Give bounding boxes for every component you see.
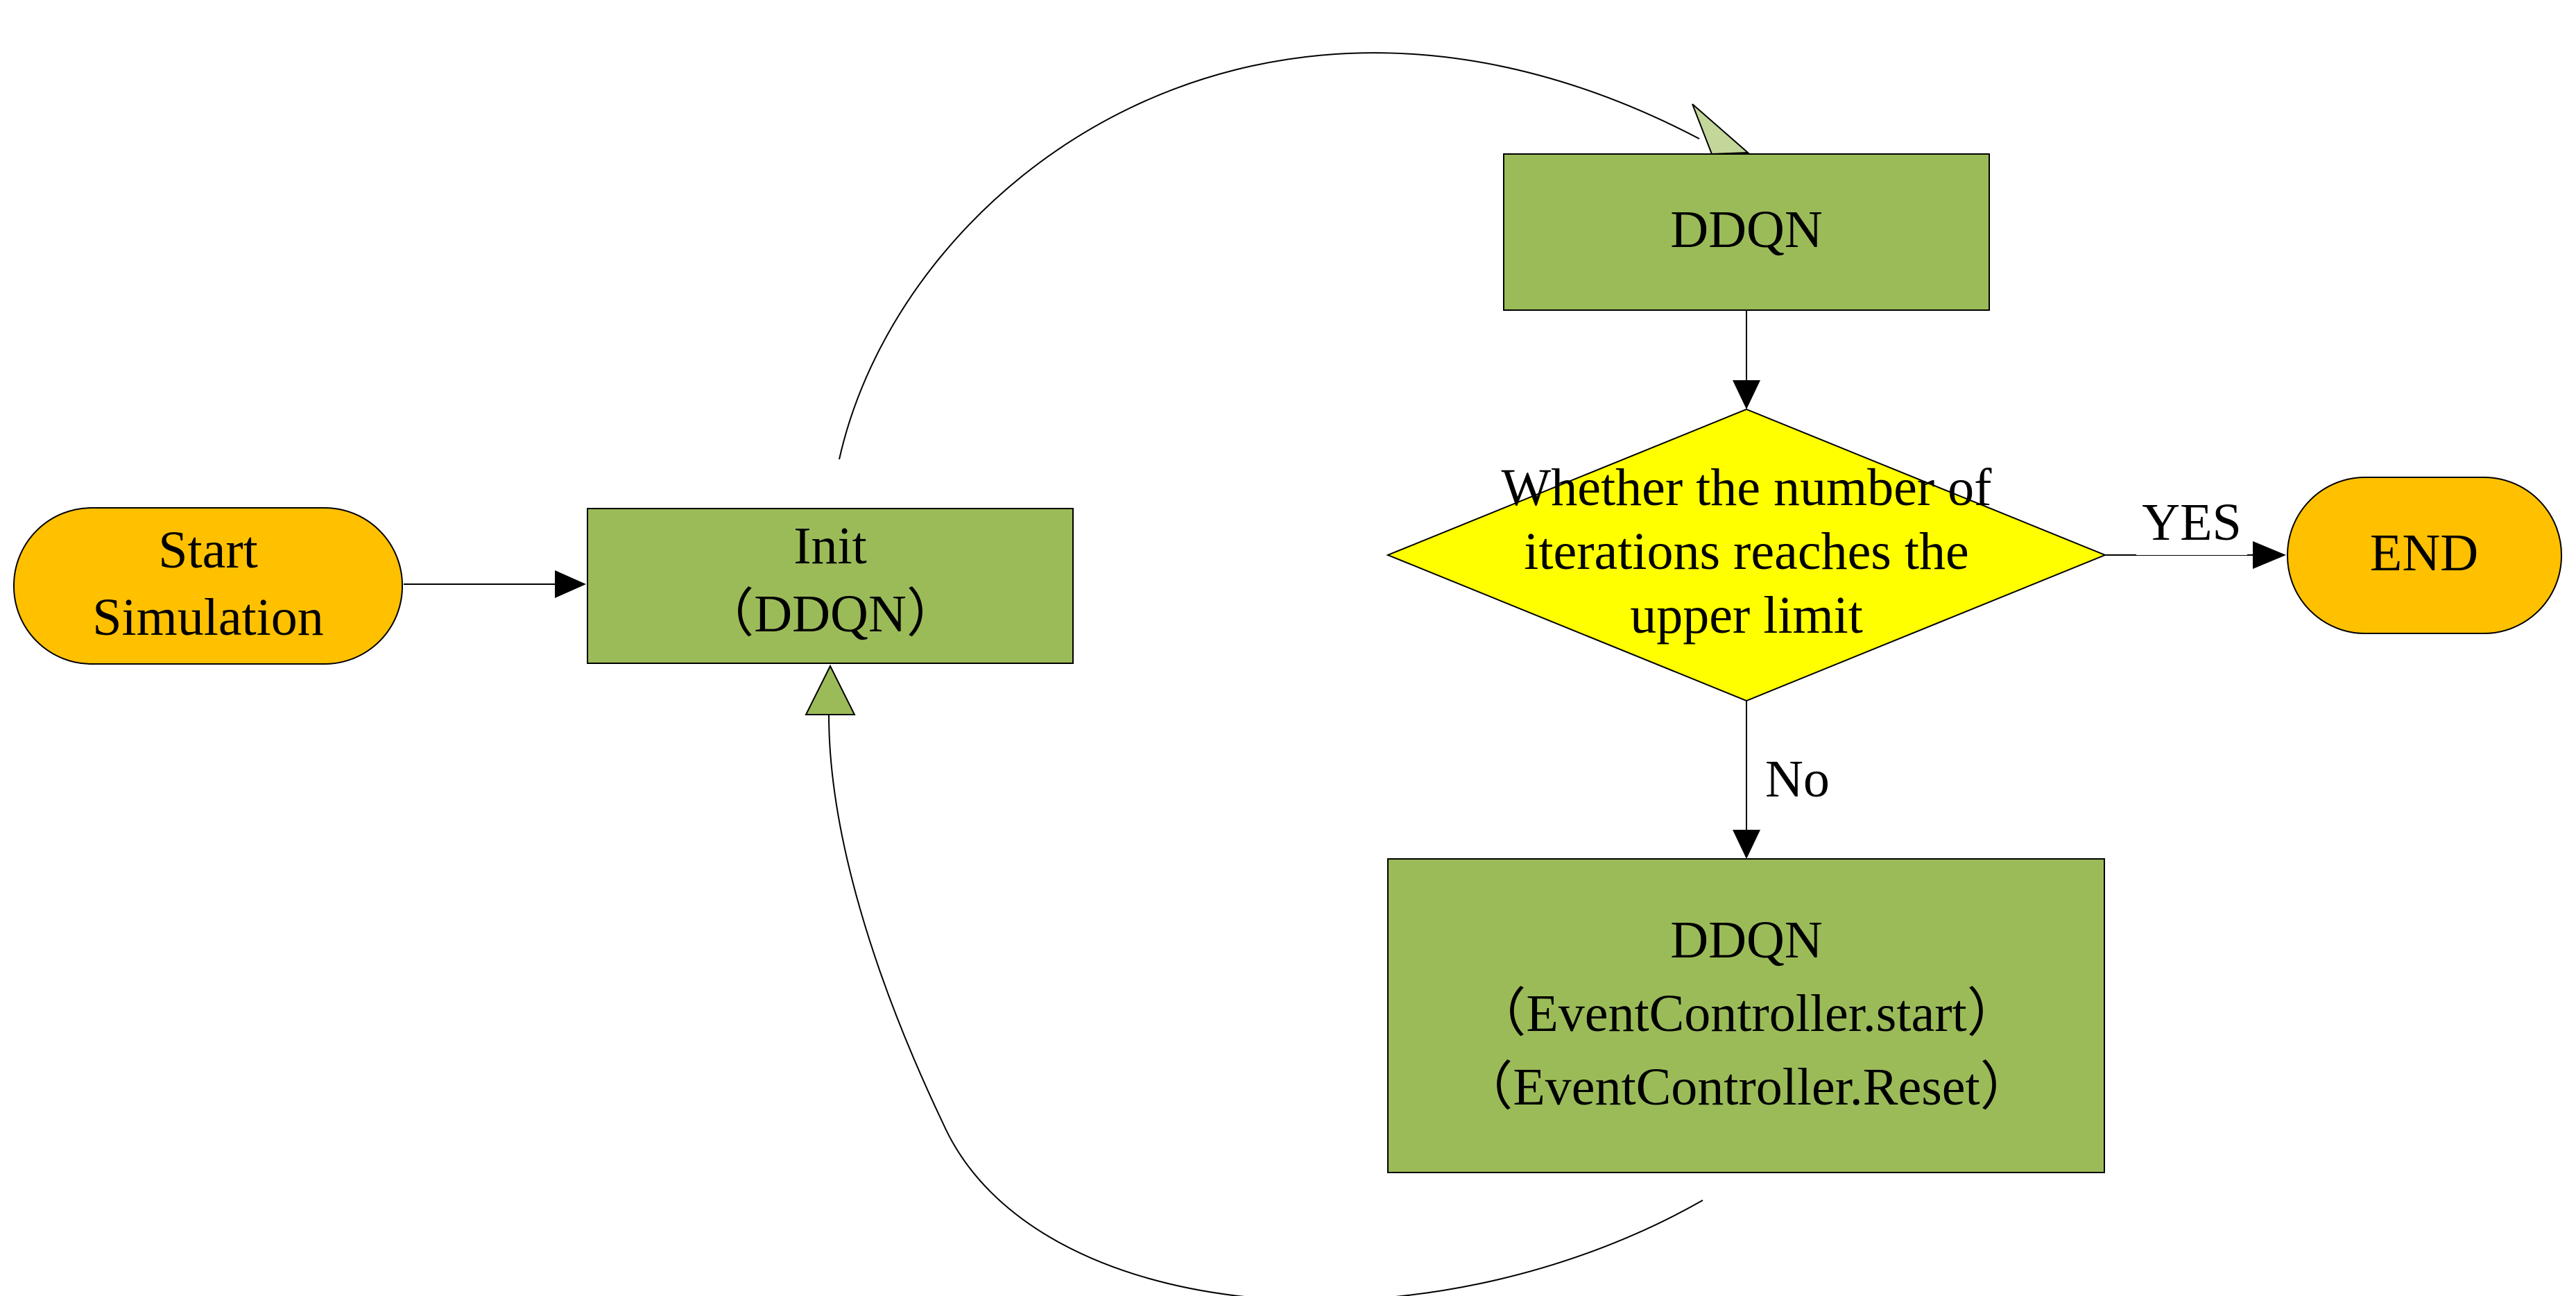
loop-arc-top-arrowhead — [1692, 103, 1750, 155]
init-process-shape — [587, 508, 1074, 664]
ddqn-top-label: DDQN — [1670, 201, 1823, 259]
start-simulation-node: Start Simulation — [13, 507, 403, 665]
edge-ddqn-to-decision-arrowhead — [1733, 380, 1760, 409]
loop-arc-ddqn-bottom-to-init — [805, 664, 1703, 1296]
no-edge-label: No — [1765, 750, 1830, 808]
ddqn-bottom-label-line1: DDQN — [1670, 911, 1823, 969]
edge-ddqn-to-decision — [1733, 310, 1760, 409]
decision-label-line3: upper limit — [1630, 586, 1863, 645]
edge-decision-to-end-yes: YES — [2105, 486, 2286, 569]
end-label: END — [2370, 524, 2478, 582]
ddqn-bottom-label-line2: （EventController.start） — [1473, 984, 2019, 1043]
edge-decision-to-ddqn-bottom-no: No — [1733, 701, 1830, 859]
iteration-limit-decision-node: Whether the number of iterations reaches… — [1386, 408, 2107, 702]
ddqn-event-controller-node: DDQN （EventController.start） （EventContr… — [1387, 858, 2105, 1173]
decision-label-line2: iterations reaches the — [1524, 522, 1968, 581]
ddqn-top-node: DDQN — [1503, 153, 1990, 311]
edge-no-arrowhead — [1733, 830, 1760, 859]
start-label-line2: Simulation — [92, 588, 324, 647]
yes-edge-label: YES — [2142, 493, 2242, 552]
ddqn-bottom-process-shape — [1387, 858, 2105, 1173]
end-terminal-shape — [2287, 477, 2562, 634]
ddqn-bottom-label-line3: （EventController.Reset） — [1460, 1058, 2032, 1116]
init-ddqn-node: Init （DDQN） — [587, 508, 1074, 664]
init-label-line2: （DDQN） — [701, 585, 959, 643]
ddqn-top-process-shape — [1503, 153, 1990, 311]
end-node: END — [2287, 477, 2562, 634]
edge-start-to-init-arrowhead — [555, 570, 586, 598]
edge-yes-arrowhead — [2253, 541, 2286, 569]
decision-label-line1: Whether the number of — [1502, 459, 1993, 517]
edge-start-to-init — [404, 570, 586, 598]
loop-arc-bottom-arrowhead — [805, 664, 856, 715]
start-label-line1: Start — [158, 521, 258, 579]
init-label-line1: Init — [793, 517, 867, 575]
start-terminal-shape — [13, 507, 403, 665]
